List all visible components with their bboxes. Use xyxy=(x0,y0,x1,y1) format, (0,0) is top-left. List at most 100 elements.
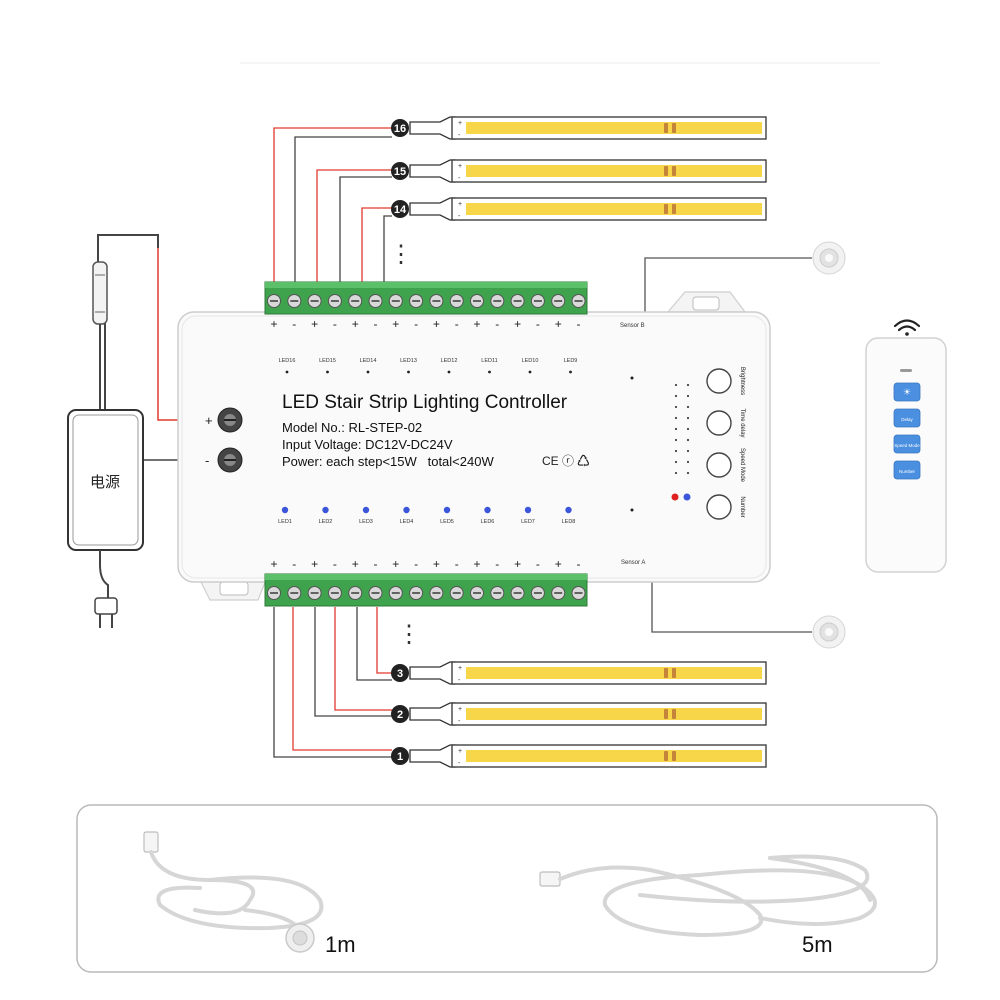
top-terminal-screw-14[interactable] xyxy=(530,294,545,308)
controller: LED Stair Strip Lighting Controller Mode… xyxy=(177,291,771,601)
top-terminal-screw-6[interactable] xyxy=(368,294,383,308)
remote-button-2[interactable]: Delay xyxy=(893,408,921,428)
bottom-polarity-5: + xyxy=(352,557,359,571)
bottom-terminal-screw-6[interactable] xyxy=(368,586,383,600)
top-terminal-screw-10[interactable] xyxy=(449,294,464,308)
top-terminal-screw-13[interactable] xyxy=(510,294,525,308)
top-led-label: LED10 xyxy=(522,358,539,364)
top-polarity-4: - xyxy=(333,317,337,331)
bottom-polarity-10: - xyxy=(455,557,459,571)
bottom-terminal-screw-12[interactable] xyxy=(490,586,505,600)
bottom-terminal-screw-13[interactable] xyxy=(510,586,525,600)
bottom-terminal-screw-9[interactable] xyxy=(429,586,444,600)
top-terminal-screw-3[interactable] xyxy=(307,294,322,308)
bottom-terminal-screw-3[interactable] xyxy=(307,586,322,600)
top-terminal-screw-2[interactable] xyxy=(287,294,302,308)
bottom-led-label: LED2 xyxy=(319,519,333,525)
controller-button-3[interactable]: Speed Mode xyxy=(706,448,745,483)
top-polarity-10: - xyxy=(455,317,459,331)
top-terminal-screw-8[interactable] xyxy=(409,294,424,308)
bottom-terminal-screw-7[interactable] xyxy=(388,586,403,600)
bottom-terminal-screw-1[interactable] xyxy=(267,586,281,600)
top-led-dot xyxy=(326,370,329,374)
bottom-terminal-screw-10[interactable] xyxy=(449,586,464,600)
power-jack-minus[interactable] xyxy=(217,447,243,473)
top-polarity-5: + xyxy=(352,317,359,331)
controller-button-label: Number xyxy=(739,496,745,517)
remote-button-1[interactable]: ☀ xyxy=(893,382,921,402)
bottom-terminal-screw-8[interactable] xyxy=(409,586,424,600)
svg-text:+: + xyxy=(458,706,462,713)
remote-button-3[interactable]: Speed Mode xyxy=(893,434,921,454)
bottom-strips: +-3 +-2 +-1 xyxy=(391,661,767,768)
blue-led-indicator xyxy=(362,506,370,514)
led-strip-2: +-2 xyxy=(391,702,767,726)
bottom-terminal-screw-4[interactable] xyxy=(327,586,342,600)
bottom-polarity-labels: +-+-+-+-+-+-+-+- xyxy=(270,557,580,571)
top-wires xyxy=(273,127,392,282)
sensor-a-label: Sensor A xyxy=(621,560,645,566)
top-polarity-16: - xyxy=(577,317,581,331)
bottom-led-label: LED3 xyxy=(359,519,373,525)
top-terminal-screw-11[interactable] xyxy=(470,294,484,308)
top-terminal-screw-7[interactable] xyxy=(388,294,403,308)
top-terminal-screw-9[interactable] xyxy=(429,294,444,308)
bottom-terminal-screw-5[interactable] xyxy=(348,586,363,600)
top-terminal-screw-12[interactable] xyxy=(490,294,505,308)
top-strips: +-16+-15+-14 xyxy=(391,116,767,221)
bottom-led-label: LED6 xyxy=(481,519,495,525)
bottom-terminal-screw-14[interactable] xyxy=(530,586,545,600)
bottom-polarity-3: + xyxy=(311,557,318,571)
svg-text:15: 15 xyxy=(394,166,406,178)
bottom-polarity-9: + xyxy=(433,557,440,571)
top-polarity-6: - xyxy=(374,317,378,331)
controller-button-2[interactable]: Time delay xyxy=(706,408,745,438)
top-led-dot xyxy=(488,370,491,374)
top-terminal-screw-16[interactable] xyxy=(571,294,586,308)
svg-text:14: 14 xyxy=(394,204,407,216)
led-strip-16: +-16 xyxy=(391,116,767,140)
top-terminal-screw-1[interactable] xyxy=(267,294,281,308)
bottom-polarity-8: - xyxy=(414,557,418,571)
controller-button-4[interactable]: Number xyxy=(706,494,745,520)
bottom-terminal-screw-2[interactable] xyxy=(287,586,302,600)
svg-text:+: + xyxy=(458,120,462,127)
blue-led-indicator xyxy=(565,506,572,514)
top-terminal-screw-4[interactable] xyxy=(327,294,342,308)
controller-button-label: Brightness xyxy=(739,367,745,395)
remote-button-4[interactable]: Number xyxy=(893,460,921,480)
sensor-cable-1m xyxy=(143,831,324,953)
led-strip-3: +-3 xyxy=(391,661,767,685)
controller-button-1[interactable]: Brightness xyxy=(706,367,745,395)
blue-led-indicator xyxy=(524,506,532,514)
blue-led-indicator xyxy=(443,506,451,514)
top-terminal-screw-5[interactable] xyxy=(348,294,363,308)
bottom-polarity-11: + xyxy=(473,557,480,571)
bottom-terminal-screw-16[interactable] xyxy=(571,586,586,600)
bottom-polarity-16: - xyxy=(577,557,581,571)
bottom-terminal-screw-15[interactable] xyxy=(551,586,566,600)
bottom-terminal-block xyxy=(264,573,588,607)
top-led-dot xyxy=(407,370,410,374)
svg-text:+: + xyxy=(458,201,462,208)
sensor-a-module xyxy=(812,615,846,649)
top-led-label: LED9 xyxy=(564,358,578,364)
top-terminal-screw-15[interactable] xyxy=(551,294,566,308)
led-strip-1: +-1 xyxy=(391,744,767,768)
bottom-polarity-13: + xyxy=(514,557,521,571)
power-jack-plus[interactable] xyxy=(217,407,243,433)
bottom-wires xyxy=(273,607,392,758)
controller-title: LED Stair Strip Lighting Controller xyxy=(282,392,568,413)
top-led-label: LED15 xyxy=(319,358,336,364)
power-supply: 电源 xyxy=(67,234,180,628)
extension-cable-5m xyxy=(539,854,877,938)
svg-text:-: - xyxy=(458,677,461,684)
bottom-terminal-screw-11[interactable] xyxy=(470,586,484,600)
top-led-dot xyxy=(447,370,451,374)
bottom-polarity-6: - xyxy=(374,557,378,571)
top-polarity-9: + xyxy=(433,317,440,331)
remote-button-label: Delay xyxy=(901,417,913,422)
top-polarity-11: + xyxy=(473,317,480,331)
top-led-label: LED13 xyxy=(400,358,417,364)
